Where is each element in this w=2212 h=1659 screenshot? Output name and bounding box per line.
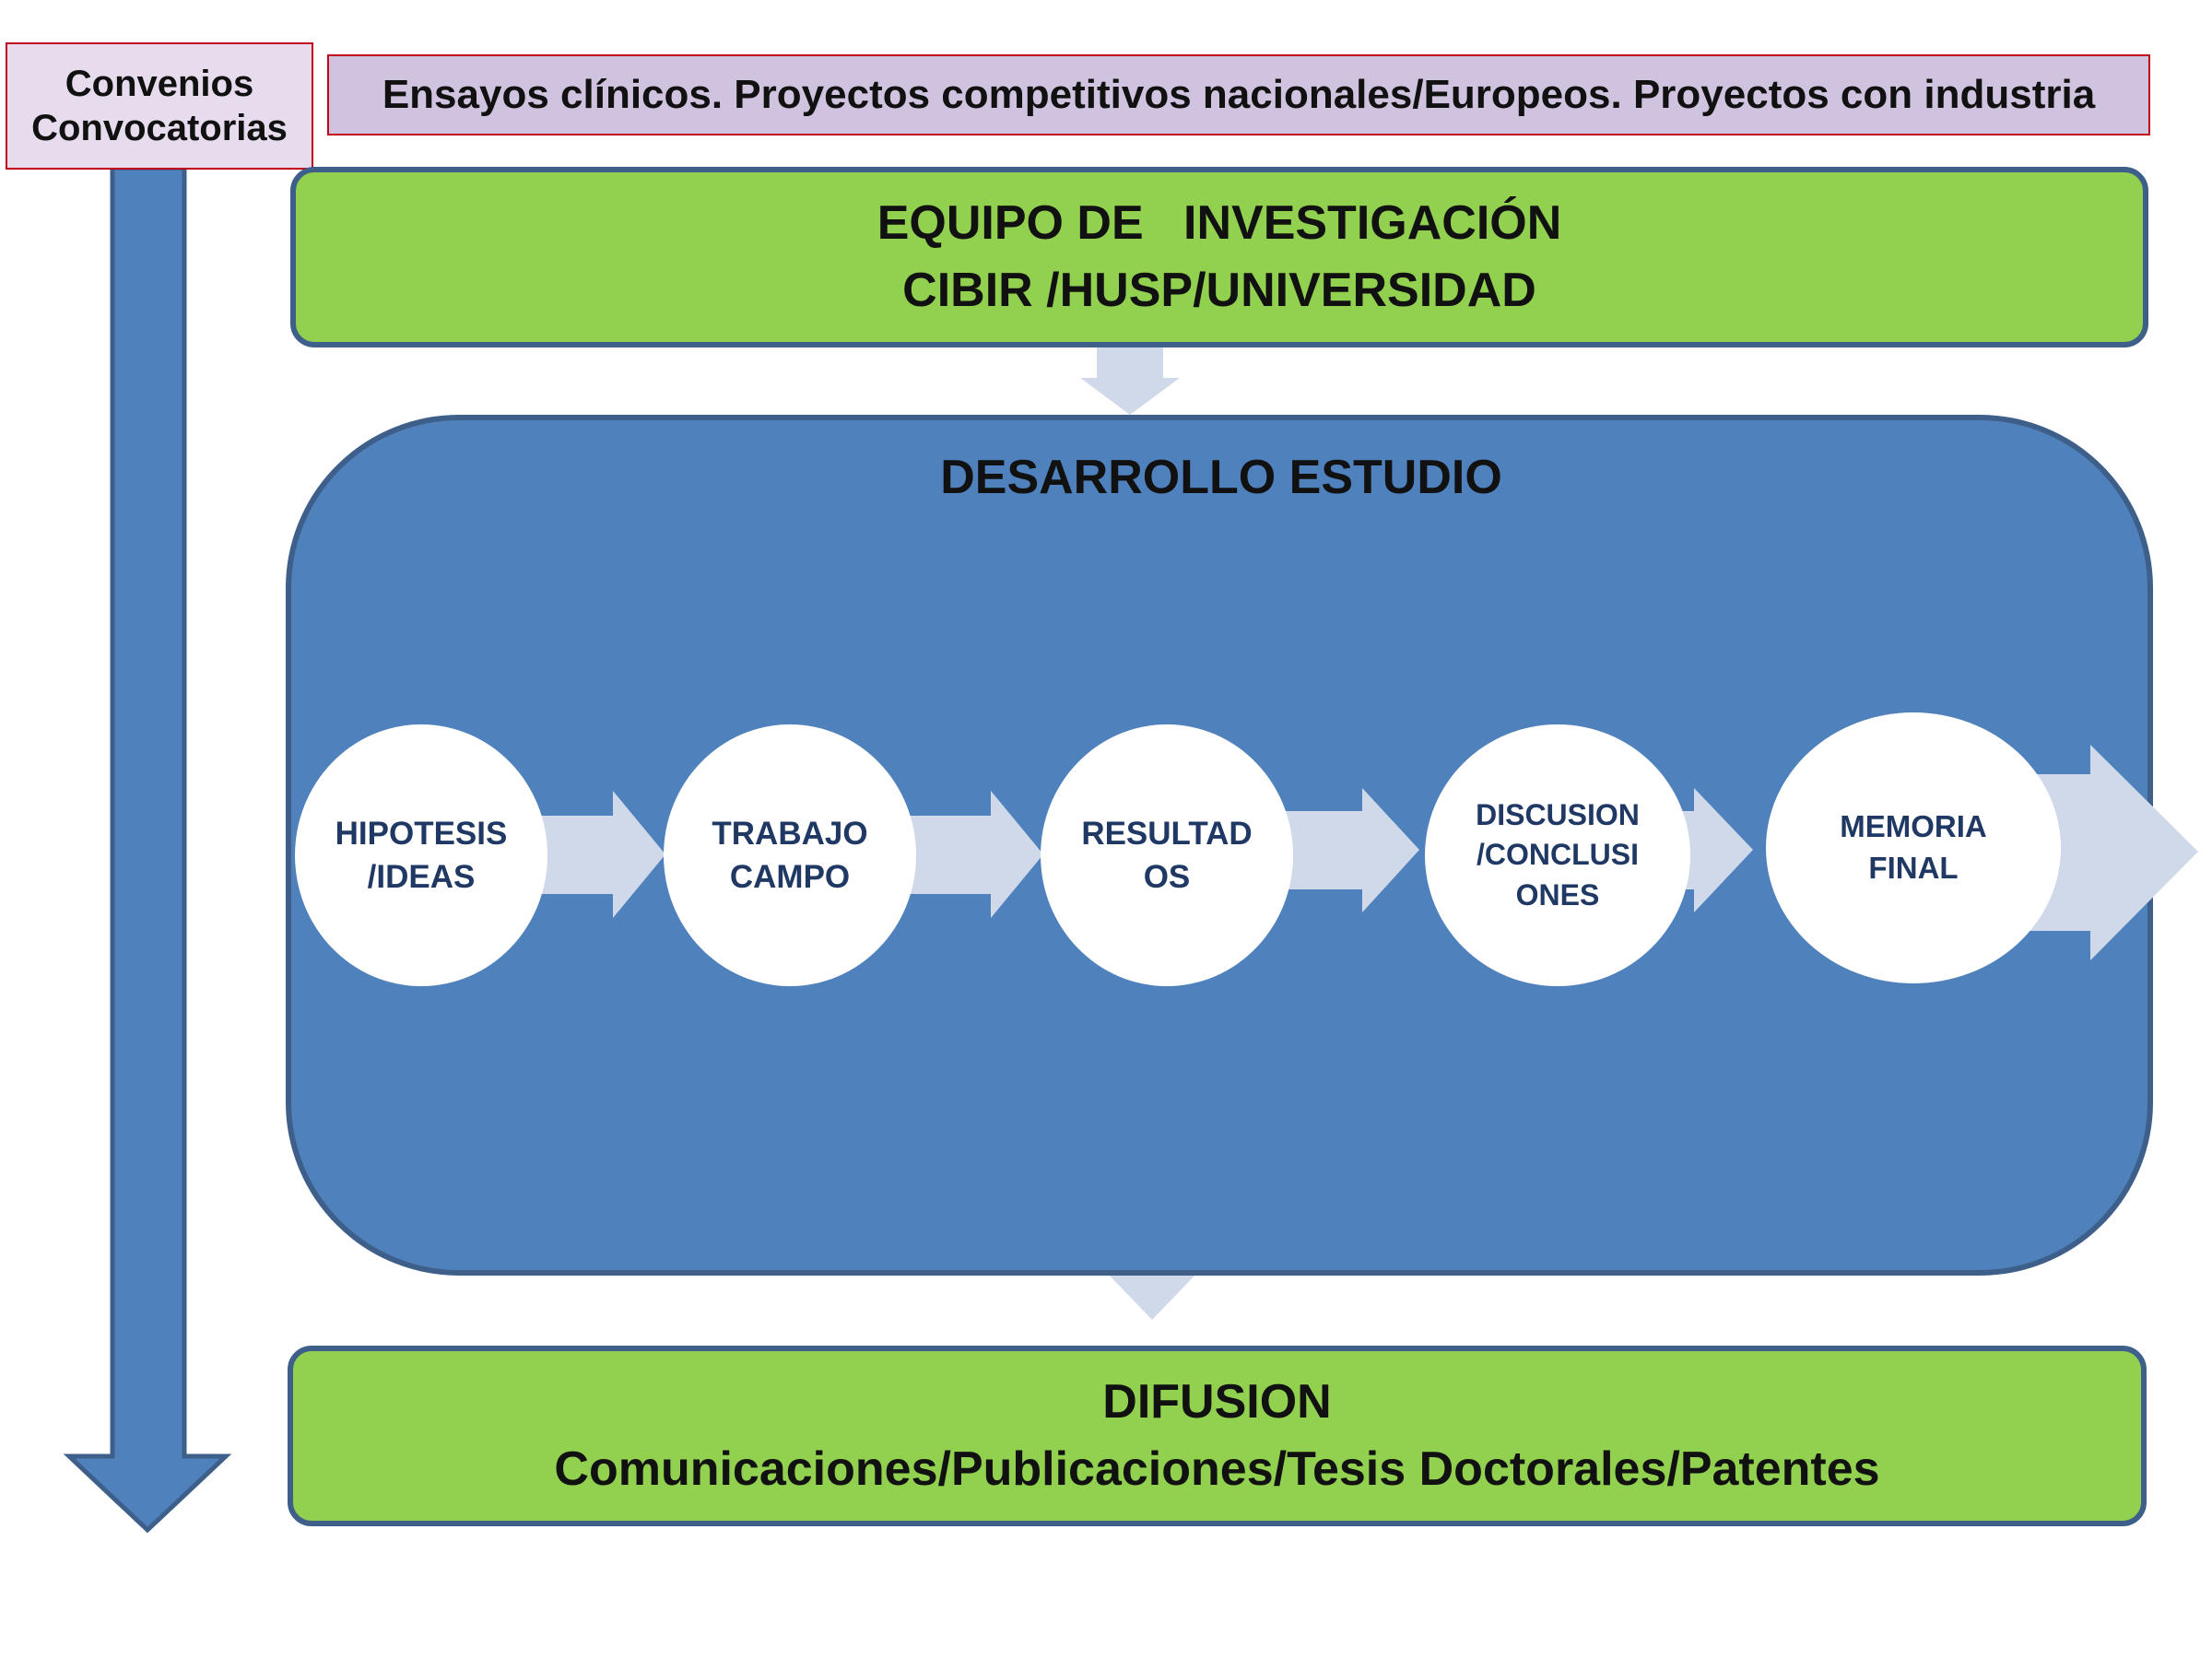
step-label-line: DISCUSION: [1476, 798, 1640, 832]
step-label-results: RESULTAD OS: [1056, 791, 1277, 920]
research-team-title: EQUIPO DE INVESTIGACIÓN: [877, 196, 1562, 251]
step-label-line: /CONCLUSI: [1477, 838, 1639, 872]
agreements-label-line2: Convocatorias: [31, 108, 288, 148]
step-label-line: FINAL: [1868, 851, 1959, 885]
step-circle-fieldwork: [664, 724, 916, 986]
dissemination-subtitle: Comunicaciones/Publicaciones/Tesis Docto…: [554, 1442, 1880, 1496]
step-circle-discussion: [1425, 724, 1690, 986]
step-label-line: HIPOTESIS: [335, 815, 508, 852]
step-circle-hypothesis: [295, 724, 547, 986]
projects-banner: Ensayos clínicos. Proyectos competitivos…: [327, 54, 2150, 135]
step-label-line: OS: [1143, 859, 1191, 895]
dissemination-title: DIFUSION: [1102, 1375, 1332, 1430]
process-arrow-4: [1668, 788, 1753, 912]
connector-arrow-top: [1080, 346, 1180, 415]
step-label-discussion: DISCUSION /CONCLUSI ONES: [1447, 782, 1668, 929]
research-team-box: EQUIPO DE INVESTIGACIÓN CIBIR /HUSP/UNIV…: [290, 167, 2148, 347]
step-label-line: ONES: [1515, 877, 1600, 912]
step-label-line: RESULTAD: [1081, 815, 1253, 852]
process-arrow-1: [516, 791, 665, 918]
agreements-calls-label: Convenios Convocatorias: [6, 42, 313, 170]
development-title: DESARROLLO ESTUDIO: [940, 451, 1502, 504]
agreements-label-line1: Convenios: [65, 64, 254, 104]
step-label-final-report: MEMORIA FINAL: [1803, 802, 2024, 894]
research-team-subtitle: CIBIR /HUSP/UNIVERSIDAD: [902, 264, 1536, 317]
step-label-line: /IDEAS: [367, 859, 476, 895]
process-arrow-3: [1281, 788, 1419, 912]
process-arrow-5: [2028, 745, 2198, 960]
step-circle-results: [1041, 724, 1293, 986]
dissemination-box: DIFUSION Comunicaciones/Publicaciones/Te…: [288, 1346, 2147, 1526]
step-label-fieldwork: TRABAJO CAMPO: [679, 791, 900, 920]
step-label-line: MEMORIA: [1840, 809, 1987, 844]
step-circle-final-report: [1766, 712, 2061, 983]
step-label-line: TRABAJO: [712, 815, 868, 852]
step-label-hypothesis: HIPOTESIS /IDEAS: [311, 791, 532, 920]
projects-banner-text: Ensayos clínicos. Proyectos competitivos…: [382, 71, 2096, 117]
connector-arrow-bottom: [1106, 1272, 1198, 1320]
step-label-line: CAMPO: [729, 859, 851, 895]
vertical-timeline-arrow: [63, 165, 232, 1534]
process-arrow-2: [896, 791, 1043, 918]
